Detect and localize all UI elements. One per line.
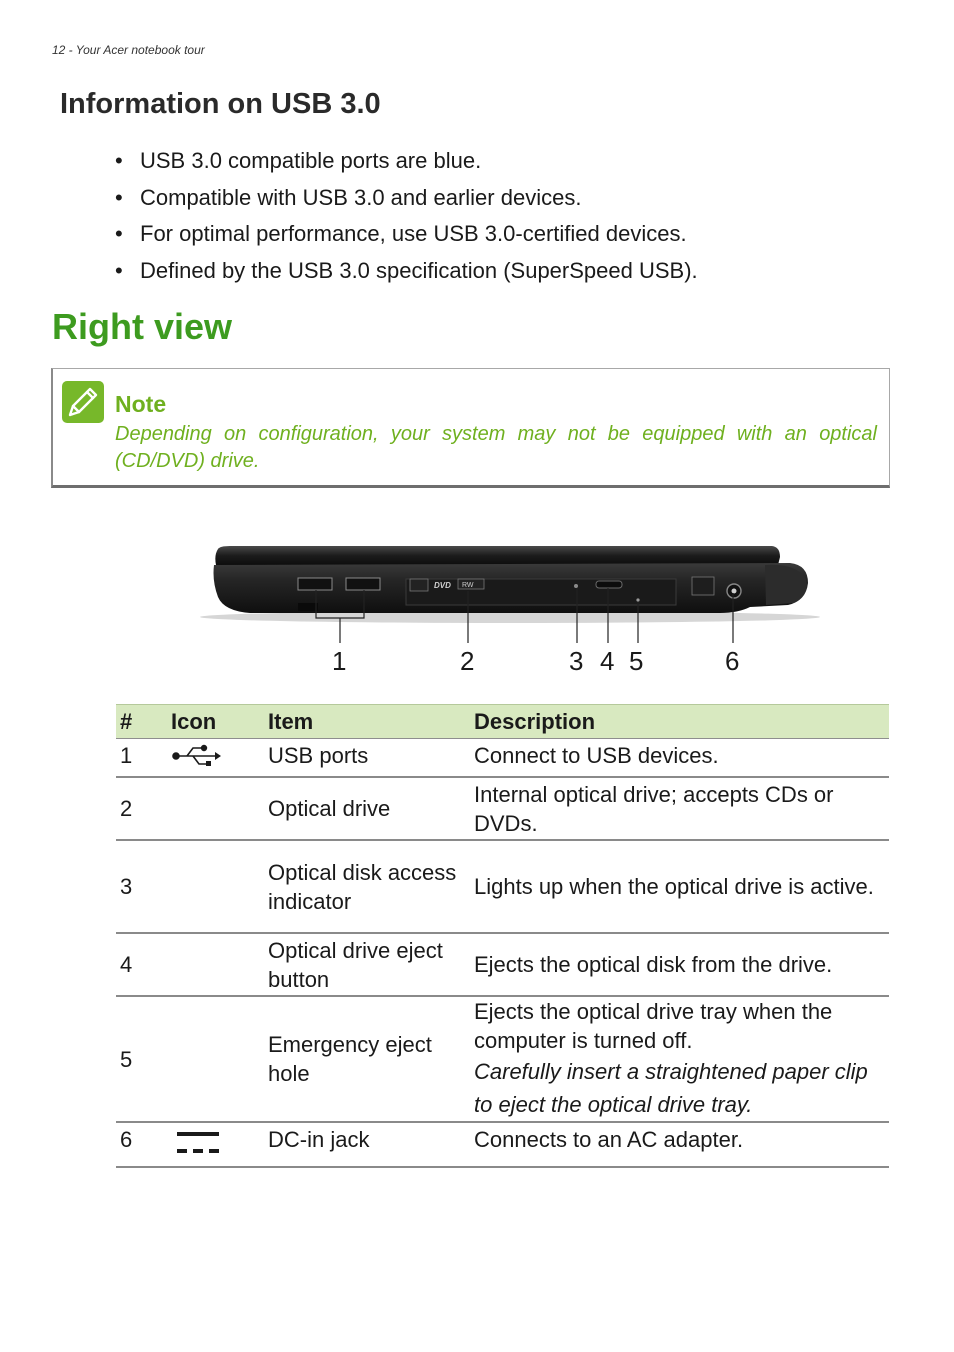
row-item: Emergency eject hole (268, 996, 474, 1123)
callout-1: 1 (332, 646, 347, 676)
row-icon-cell (171, 996, 268, 1123)
row-num: 1 (116, 738, 171, 778)
bullet-glyph: • (115, 148, 123, 173)
row-num: 5 (116, 996, 171, 1123)
table-row: 2 Optical drive Internal optical drive; … (116, 777, 889, 841)
row-icon-cell (171, 777, 268, 841)
callout-6: 6 (725, 646, 740, 676)
list-item: • Defined by the USB 3.0 specification (S… (115, 255, 698, 292)
row-description-cell: Ejects the optical drive tray when the c… (474, 996, 889, 1123)
usb-icon (172, 744, 221, 766)
list-item-text: Defined by the USB 3.0 specification (Su… (140, 257, 698, 283)
row-icon-cell (171, 840, 268, 934)
dvd-logo-text: DVD (434, 581, 451, 590)
dc-in-icon (177, 1132, 219, 1153)
row-item: USB ports (268, 738, 474, 778)
row-description: Connect to USB devices. (474, 738, 889, 778)
callout-2: 2 (460, 646, 475, 676)
row-item: Optical disk access indicator (268, 840, 474, 934)
list-item-text: Compatible with USB 3.0 and earlier devi… (140, 184, 582, 210)
row-description: Ejects the optical drive tray when the c… (474, 999, 833, 1053)
bullet-glyph: • (115, 257, 123, 283)
callout-4: 4 (600, 646, 615, 676)
list-item: • USB 3.0 compatible ports are blue. (115, 145, 698, 182)
table-row: 3 Optical disk access indicator Lights u… (116, 840, 889, 934)
row-num: 6 (116, 1122, 171, 1168)
usb-bullet-list: • USB 3.0 compatible ports are blue. • Com… (115, 145, 698, 291)
laptop-right-side-figure: DVD RW (190, 535, 820, 685)
row-num: 2 (116, 777, 171, 841)
row-description: Lights up when the optical drive is acti… (474, 840, 889, 934)
note-box: Note Depending on configuration, your sy… (51, 368, 890, 488)
row-item: DC-in jack (268, 1122, 474, 1168)
row-num: 4 (116, 933, 171, 997)
header-description: Description (474, 704, 889, 739)
list-item-text: USB 3.0 compatible ports are blue. (140, 148, 482, 173)
list-item: • For optimal performance, use USB 3.0-ce… (115, 218, 698, 255)
row-description: Connects to an AC adapter. (474, 1122, 889, 1168)
table-row: 4 Optical drive eject button Ejects the … (116, 933, 889, 997)
row-num: 3 (116, 840, 171, 934)
right-view-heading: Right view (52, 306, 233, 347)
bullet-glyph: • (115, 184, 123, 210)
row-item: Optical drive (268, 777, 474, 841)
row-description: Internal optical drive; accepts CDs or D… (474, 777, 889, 841)
callout-3: 3 (569, 646, 584, 676)
usb-section-heading: Information on USB 3.0 (60, 88, 381, 120)
right-view-table: # Icon Item Description 1 (116, 704, 889, 1168)
note-body: Depending on configuration, your system … (115, 423, 877, 472)
row-icon-cell (171, 933, 268, 997)
row-item: Optical drive eject button (268, 933, 474, 997)
table-header-row: # Icon Item Description (116, 704, 889, 739)
table-row: 5 Emergency eject hole Ejects the optica… (116, 996, 889, 1123)
callout-5: 5 (629, 646, 644, 676)
row-icon-cell (171, 738, 268, 778)
header-icon: Icon (171, 704, 268, 739)
pencil-icon (62, 381, 104, 423)
list-item-text: For optimal performance, use USB 3.0-cer… (140, 221, 687, 246)
row-icon-cell (171, 1122, 268, 1168)
header-item: Item (268, 704, 474, 739)
bullet-glyph: • (115, 221, 123, 246)
row-description: Ejects the optical disk from the drive. (474, 933, 889, 997)
row-description-note: Carefully insert a straightened paper cl… (474, 1059, 868, 1117)
table-row: 1 USB ports Connect to USB devices. (116, 738, 889, 778)
note-title: Note (115, 391, 167, 417)
rw-logo-text: RW (462, 582, 474, 589)
table-row: 6 DC-in jack Connects to an AC adapter. (116, 1122, 889, 1168)
running-header: 12 - Your Acer notebook tour (52, 43, 205, 57)
laptop-illustration: DVD RW (200, 546, 820, 643)
header-num: # (116, 704, 171, 739)
list-item: • Compatible with USB 3.0 and earlier dev… (115, 182, 698, 219)
